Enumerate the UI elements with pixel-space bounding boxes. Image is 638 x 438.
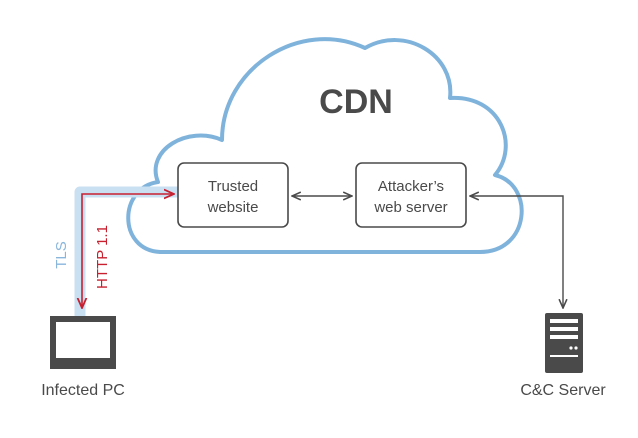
attacker-server-box (355, 162, 467, 228)
tls-label: TLS (53, 241, 70, 269)
attacker-server-label-line1: Attacker’s (378, 178, 444, 195)
http-label: HTTP 1.1 (94, 225, 111, 289)
attacker-server-label-line2: web server (373, 199, 447, 216)
trusted-website-label-line1: Trusted (208, 178, 258, 195)
trusted-website-label-line2: website (207, 199, 259, 216)
infected-pc-label: Infected PC (41, 382, 125, 399)
cc-server-label: C&C Server (520, 382, 606, 399)
cdn-title: CDN (319, 83, 393, 121)
monitor-icon (50, 316, 116, 369)
trusted-website-box (177, 162, 289, 228)
http-connection-line (82, 194, 174, 308)
attacker-to-cc-arrow (470, 196, 563, 308)
server-tower-icon (545, 313, 583, 373)
